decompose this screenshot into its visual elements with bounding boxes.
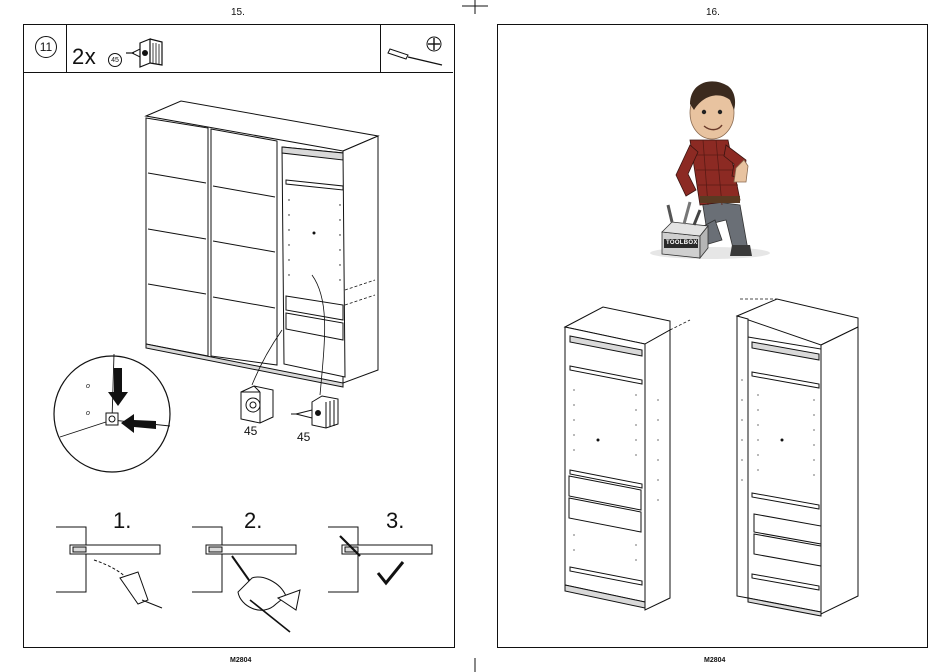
right-footer-code: M2804 [704, 657, 725, 664]
